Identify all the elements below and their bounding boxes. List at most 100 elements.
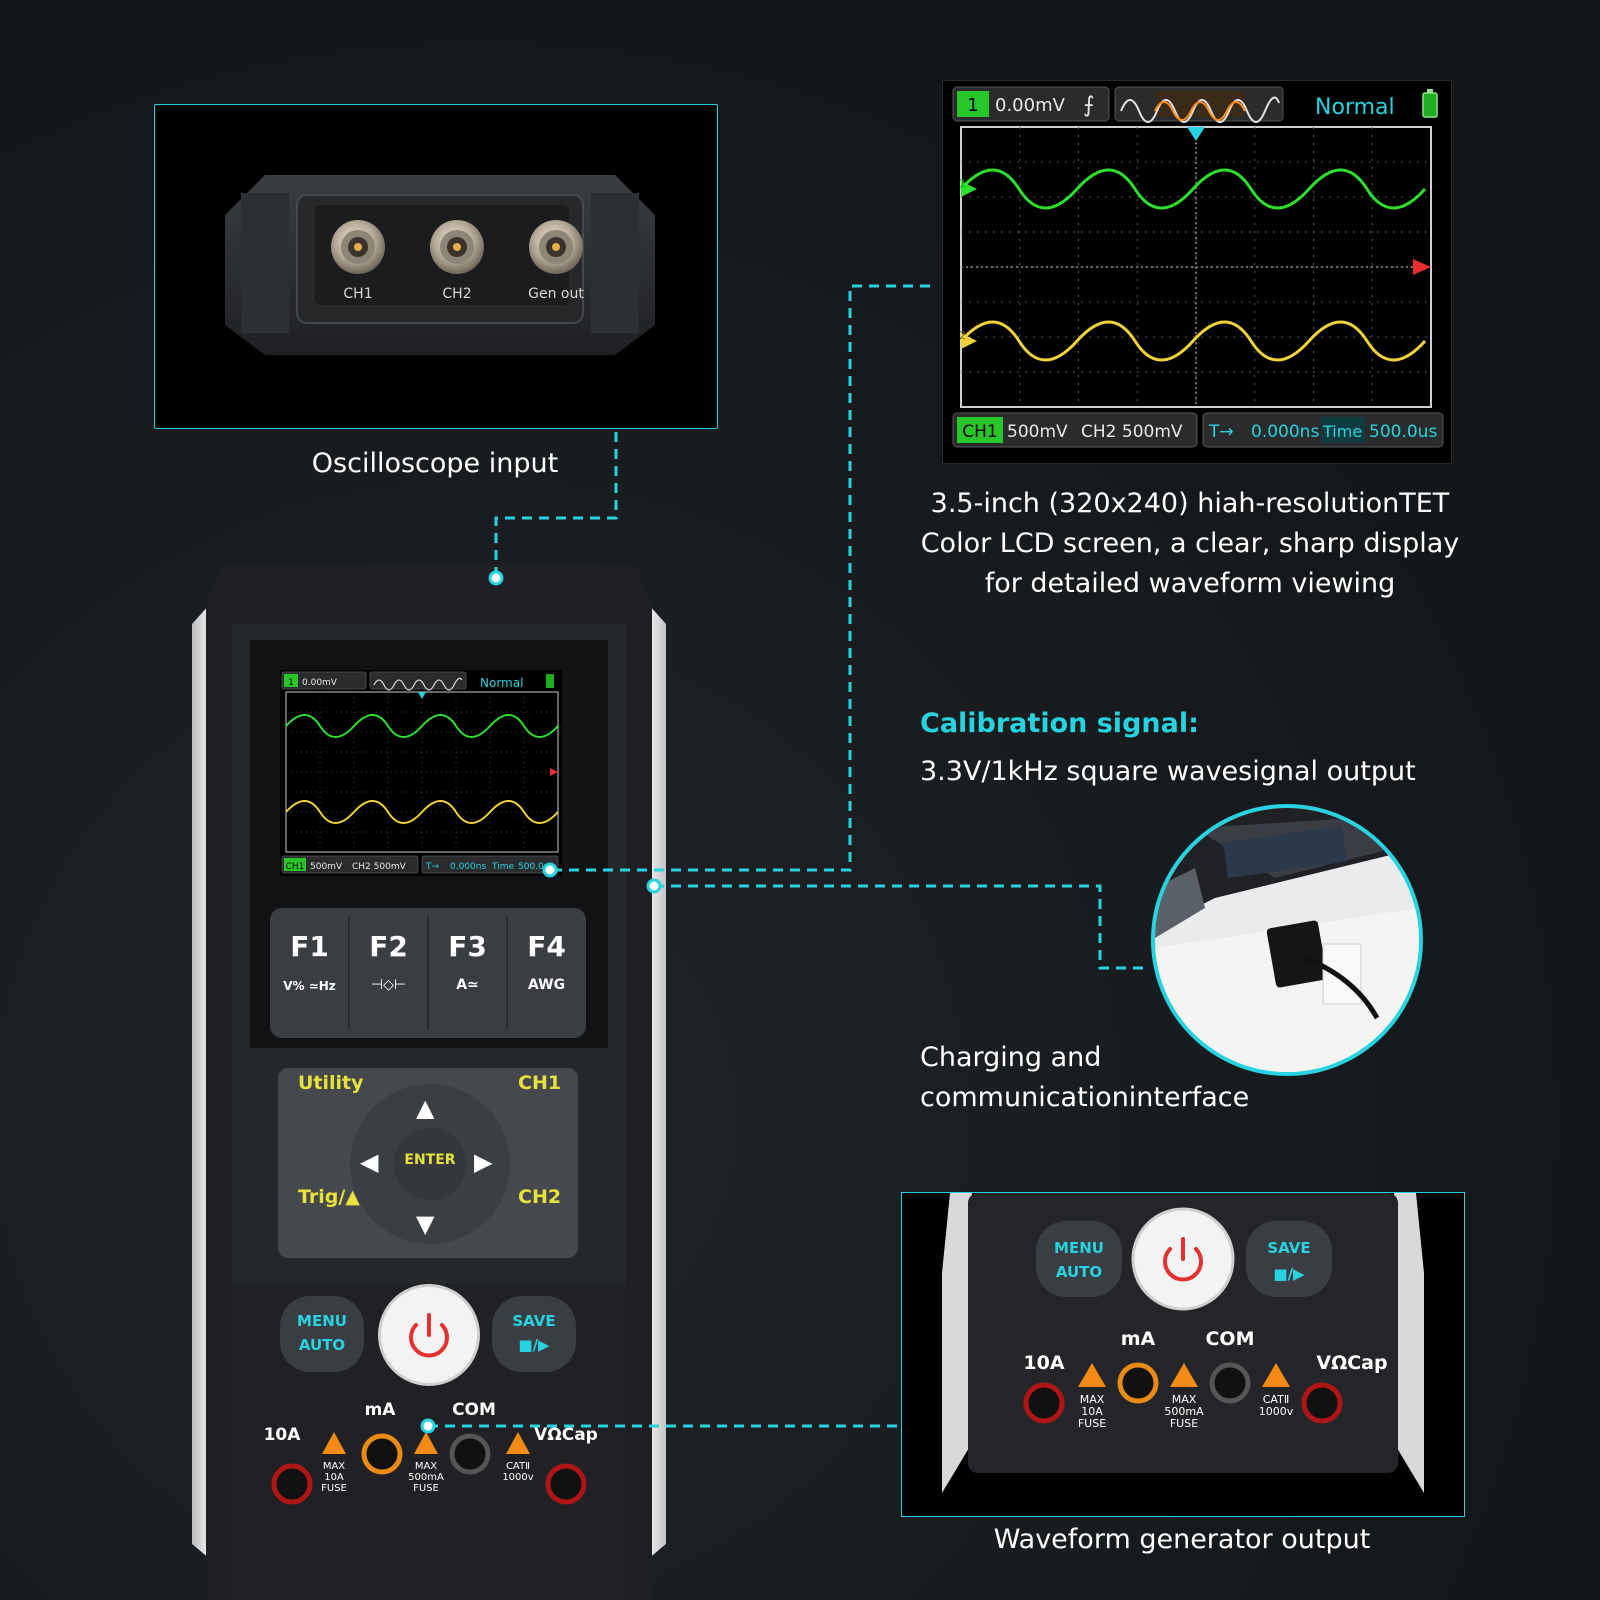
svg-text:MAX: MAX [1080,1393,1105,1406]
calibration-title: Calibration signal: [920,708,1199,739]
fkey-f2[interactable]: F2 ⊣◇⊢ [349,908,428,1038]
svg-text:0.000ns: 0.000ns [450,862,486,872]
ch1-offset-marker [961,181,977,197]
svg-text:MENU: MENU [1054,1239,1104,1257]
10a-jack[interactable] [271,1463,313,1505]
ch1-waveform [285,714,559,738]
utility-button[interactable]: Utility [298,1072,364,1094]
warning-icon [506,1432,530,1454]
waveform-preview-icon [1120,96,1280,123]
screen-caption: 3.5-inch (320x240) hiah-resolutionTET Co… [920,488,1460,599]
svg-text:10A: 10A [324,1472,344,1483]
svg-text:AUTO: AUTO [1056,1263,1102,1281]
svg-text:2: 2 [959,329,966,342]
trigger-position-marker [418,692,426,699]
svg-text:CH2 500mV: CH2 500mV [352,862,407,872]
ch1-scale-label: CH1 [962,422,997,442]
svg-text:MAX: MAX [415,1461,437,1472]
ch2-offset-marker [961,333,977,349]
vcap-jack[interactable] [1301,1382,1343,1424]
save-button[interactable]: SAVE ■/▶ [492,1296,576,1372]
svg-text:0.00mV: 0.00mV [302,678,338,688]
fkey-f4[interactable]: F4 AWG [527,930,566,993]
menu-auto-button[interactable] [1036,1221,1122,1297]
gen-out-connector-label: Gen out [528,286,584,302]
svg-text:500.0us: 500.0us [518,862,554,872]
svg-text:mA: mA [365,1400,397,1420]
ch2-connector-label: CH2 [442,286,471,302]
power-button[interactable] [378,1284,480,1386]
waveform-preview-icon [373,677,463,691]
save-button[interactable] [1246,1221,1332,1297]
svg-text:CATⅡ: CATⅡ [1263,1393,1290,1406]
waveform-generator-inset: MENU AUTO SAVE ■/▶ 10A mA COM VΩCap MAX … [901,1192,1465,1517]
ch1-connector-label: CH1 [343,286,372,302]
ch1-button[interactable]: CH1 [518,1072,562,1094]
warning-icon [414,1432,438,1454]
warning-icon [1262,1363,1290,1387]
charging-port-inset [1151,804,1423,1076]
enter-button[interactable]: ENTER [404,1152,456,1168]
component-test-icon: ⊣◇⊢ [370,977,407,993]
power-icon [409,1313,449,1358]
svg-text:1: 1 [959,177,966,190]
charging-caption: Charging and communicationinterface [920,1042,1250,1113]
ch2-scale-value: CH2 500mV [1081,422,1183,442]
vcap-jack[interactable] [545,1463,587,1505]
time-offset-label: T→ [1208,422,1234,442]
ma-jack[interactable] [1117,1362,1159,1404]
ch1-scale-value: 500mV [1007,422,1068,442]
svg-text:■/▶: ■/▶ [1273,1265,1305,1283]
menu-auto-button[interactable]: MENU AUTO [280,1296,364,1372]
ch1-bnc-connector [331,220,385,274]
ma-jack[interactable] [361,1433,403,1475]
warning-icon [1078,1363,1106,1387]
arrow-right-icon[interactable]: ▶ [474,1148,493,1176]
timebase-label: Time [1322,422,1362,441]
svg-text:FUSE: FUSE [1170,1417,1198,1430]
charging-connector [654,884,1146,970]
com-jack[interactable] [1209,1362,1251,1404]
osc-input-connector [494,432,618,578]
timebase-value: 500.0us [1369,422,1437,442]
fkey-f3[interactable]: F3 A≃ [428,908,507,1038]
svg-text:CH1: CH1 [286,862,305,872]
svg-text:mA: mA [1121,1328,1156,1350]
usb-port-photo [1155,808,1419,1072]
arrow-up-icon[interactable]: ▲ [416,1094,435,1122]
svg-text:Normal: Normal [480,676,523,690]
scope-display: 1 0.00mV ⨍ Normal [952,86,1444,448]
svg-text:COM: COM [1205,1328,1254,1350]
ch2-waveform [959,320,1427,362]
trigger-level-marker [1413,259,1431,275]
svg-text:FUSE: FUSE [1078,1417,1106,1430]
oscilloscope-input-inset: CH1 CH2 Gen out [154,104,718,429]
svg-text:VΩCap: VΩCap [1316,1352,1387,1374]
svg-text:10A: 10A [1081,1405,1103,1418]
channel-badge: 1 [967,95,978,116]
svg-text:10A: 10A [1023,1352,1064,1374]
com-jack[interactable] [449,1433,491,1475]
10a-jack[interactable] [1023,1382,1065,1424]
ch2-button[interactable]: CH2 [518,1186,562,1208]
trigger-button[interactable]: Trig/▲ [298,1186,360,1208]
svg-text:1000v: 1000v [502,1472,533,1483]
svg-text:FUSE: FUSE [321,1483,347,1494]
trigger-level-marker [550,768,558,776]
svg-text:1: 1 [288,678,294,688]
fkey-f1[interactable]: F1 V% ≃Hz [270,908,349,1038]
arrow-down-icon[interactable]: ▼ [416,1210,435,1238]
calibration-description: 3.3V/1kHz square wavesignal output [920,756,1416,787]
svg-text:SAVE: SAVE [1267,1239,1310,1257]
trigger-position-marker [1187,127,1205,141]
screen-connector [552,284,936,872]
trigger-mode-status: Normal [1315,95,1395,120]
svg-text:500mV: 500mV [310,862,343,872]
oscilloscope-input-caption: Oscilloscope input [311,448,559,479]
bnc-connector-photo: CH1 CH2 Gen out [225,175,655,355]
device-screen: 1 0.00mV Normal [280,670,562,876]
warning-icon [1170,1363,1198,1387]
arrow-left-icon[interactable]: ◀ [360,1148,379,1176]
